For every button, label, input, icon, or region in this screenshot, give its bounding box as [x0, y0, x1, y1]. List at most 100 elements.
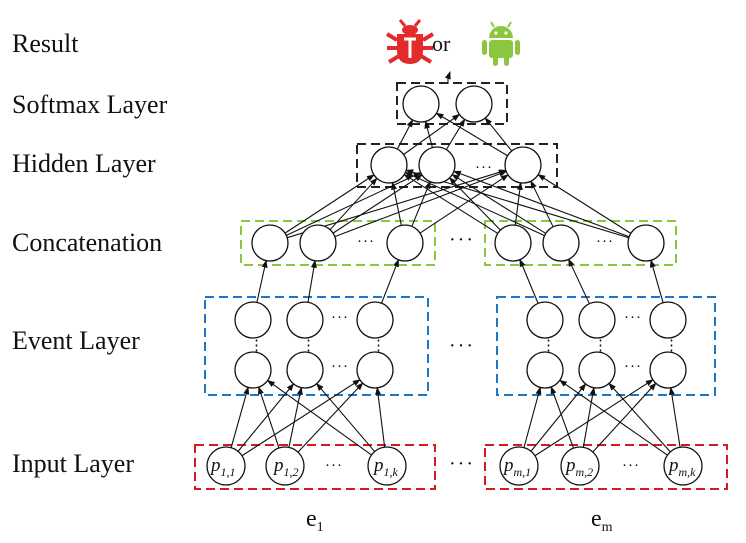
connection-arrow [419, 174, 509, 234]
input-layer-box-right [484, 444, 728, 490]
input-left-ellipsis: ··· [325, 458, 343, 474]
softmax-layer-label: Softmax Layer [12, 90, 168, 119]
concat-neuron [542, 224, 580, 262]
output-arrow [444, 71, 451, 84]
connection-arrow [258, 386, 280, 450]
concat-neuron [299, 224, 337, 262]
connection-arrow [452, 170, 630, 238]
android-icon [482, 21, 520, 66]
event-vertical-ellipsis: ⋮ [301, 338, 317, 354]
event-neuron-top [356, 301, 394, 339]
connection-arrow [537, 174, 632, 234]
connection-arrow [591, 382, 657, 454]
event-layer-label: Event Layer [12, 326, 140, 355]
connection-arrow [451, 174, 547, 234]
event-left-bottom-ellipsis: ··· [331, 359, 349, 375]
connection-arrow [649, 259, 664, 303]
input-right-ellipsis: ··· [622, 458, 640, 474]
input-node-label: p1,k [372, 455, 399, 479]
event-neuron-bottom [356, 351, 394, 389]
connection-arrow [266, 379, 373, 456]
input-neuron [499, 446, 539, 486]
connection-arrow [582, 386, 596, 449]
connection-arrow [307, 259, 317, 303]
connection-arrow [391, 181, 402, 226]
concat-neuron [386, 224, 424, 262]
event-neuron-top [578, 301, 616, 339]
input-neuron [663, 446, 703, 486]
connection-arrow [523, 386, 542, 449]
event-neuron-top [526, 301, 564, 339]
concatenation-label: Concatenation [12, 228, 162, 257]
neurons [206, 85, 703, 486]
connection-arrow [668, 386, 681, 449]
connection-arrow [375, 386, 386, 449]
concatenation-box-right [484, 220, 677, 266]
event-layer-box-left [204, 296, 429, 396]
hidden-neuron [418, 146, 456, 184]
softmax-neuron [402, 85, 440, 123]
connection-arrow [550, 385, 575, 450]
connection-arrow [403, 174, 499, 234]
connection-arrow [284, 174, 375, 234]
connection-arrow [296, 382, 364, 454]
connection-arrow [288, 386, 303, 449]
event-layer-box-right [496, 296, 716, 396]
event-gap-ellipsis: ··· [449, 335, 475, 357]
softmax-layer-box [396, 82, 508, 125]
concat-left-ellipsis: ··· [357, 234, 375, 250]
or-text: or [432, 31, 451, 56]
connection-arrow [256, 259, 268, 303]
input-neuron [560, 446, 600, 486]
connection-arrow [568, 258, 590, 304]
connection-arrow [558, 379, 669, 457]
event-neuron-bottom [234, 351, 272, 389]
event-neuron-bottom [649, 351, 687, 389]
event-vertical-ellipsis: ⋮ [371, 338, 387, 354]
connection-arrow [396, 119, 414, 150]
event-label-em: em [591, 506, 613, 535]
event-vertical-ellipsis: ⋮ [249, 338, 265, 354]
bug-icon [385, 19, 435, 64]
concat-neuron [494, 224, 532, 262]
connection-arrow [316, 382, 376, 453]
concatenation-box-left [240, 220, 436, 266]
connection-arrow [404, 171, 545, 237]
hidden-layer-label: Hidden Layer [12, 149, 156, 178]
connection-arrow [332, 174, 423, 234]
concat-right-ellipsis: ··· [596, 234, 614, 250]
event-neuron-top [234, 301, 272, 339]
input-node-label: pm,2 [564, 455, 593, 479]
connection-arrow [608, 382, 672, 453]
event-neuron-bottom [286, 351, 324, 389]
hidden-layer-box [356, 143, 558, 188]
hidden-ellipsis: ··· [475, 160, 493, 176]
concat-gap-ellipsis: ··· [449, 229, 475, 251]
connection-arrow [240, 379, 361, 457]
event-label-e1: e1 [306, 506, 324, 535]
event-right-bottom-ellipsis: ··· [624, 359, 642, 375]
event-right-top-ellipsis: ··· [624, 310, 642, 326]
connection-arrow [519, 258, 539, 304]
connection-arrow [435, 112, 508, 157]
input-node-label: pm,k [667, 455, 696, 479]
concat-neuron [627, 224, 665, 262]
connection-arrow [237, 383, 295, 453]
event-left-top-ellipsis: ··· [331, 310, 349, 326]
input-neuron [206, 446, 246, 486]
result-label: Result [12, 29, 79, 58]
input-neuron [367, 446, 407, 486]
hidden-neuron [370, 146, 408, 184]
input-neuron [265, 446, 305, 486]
connections [230, 71, 681, 457]
input-gap-ellipsis: ··· [449, 453, 475, 475]
input-node-label: p1,1 [209, 455, 236, 479]
concat-neuron [251, 224, 289, 262]
input-node-label: pm,1 [502, 455, 531, 479]
connection-arrow [411, 180, 431, 227]
connection-arrow [445, 118, 466, 150]
input-layer-box-left [194, 444, 436, 490]
hidden-neuron [504, 146, 542, 184]
softmax-neuron [455, 85, 493, 123]
